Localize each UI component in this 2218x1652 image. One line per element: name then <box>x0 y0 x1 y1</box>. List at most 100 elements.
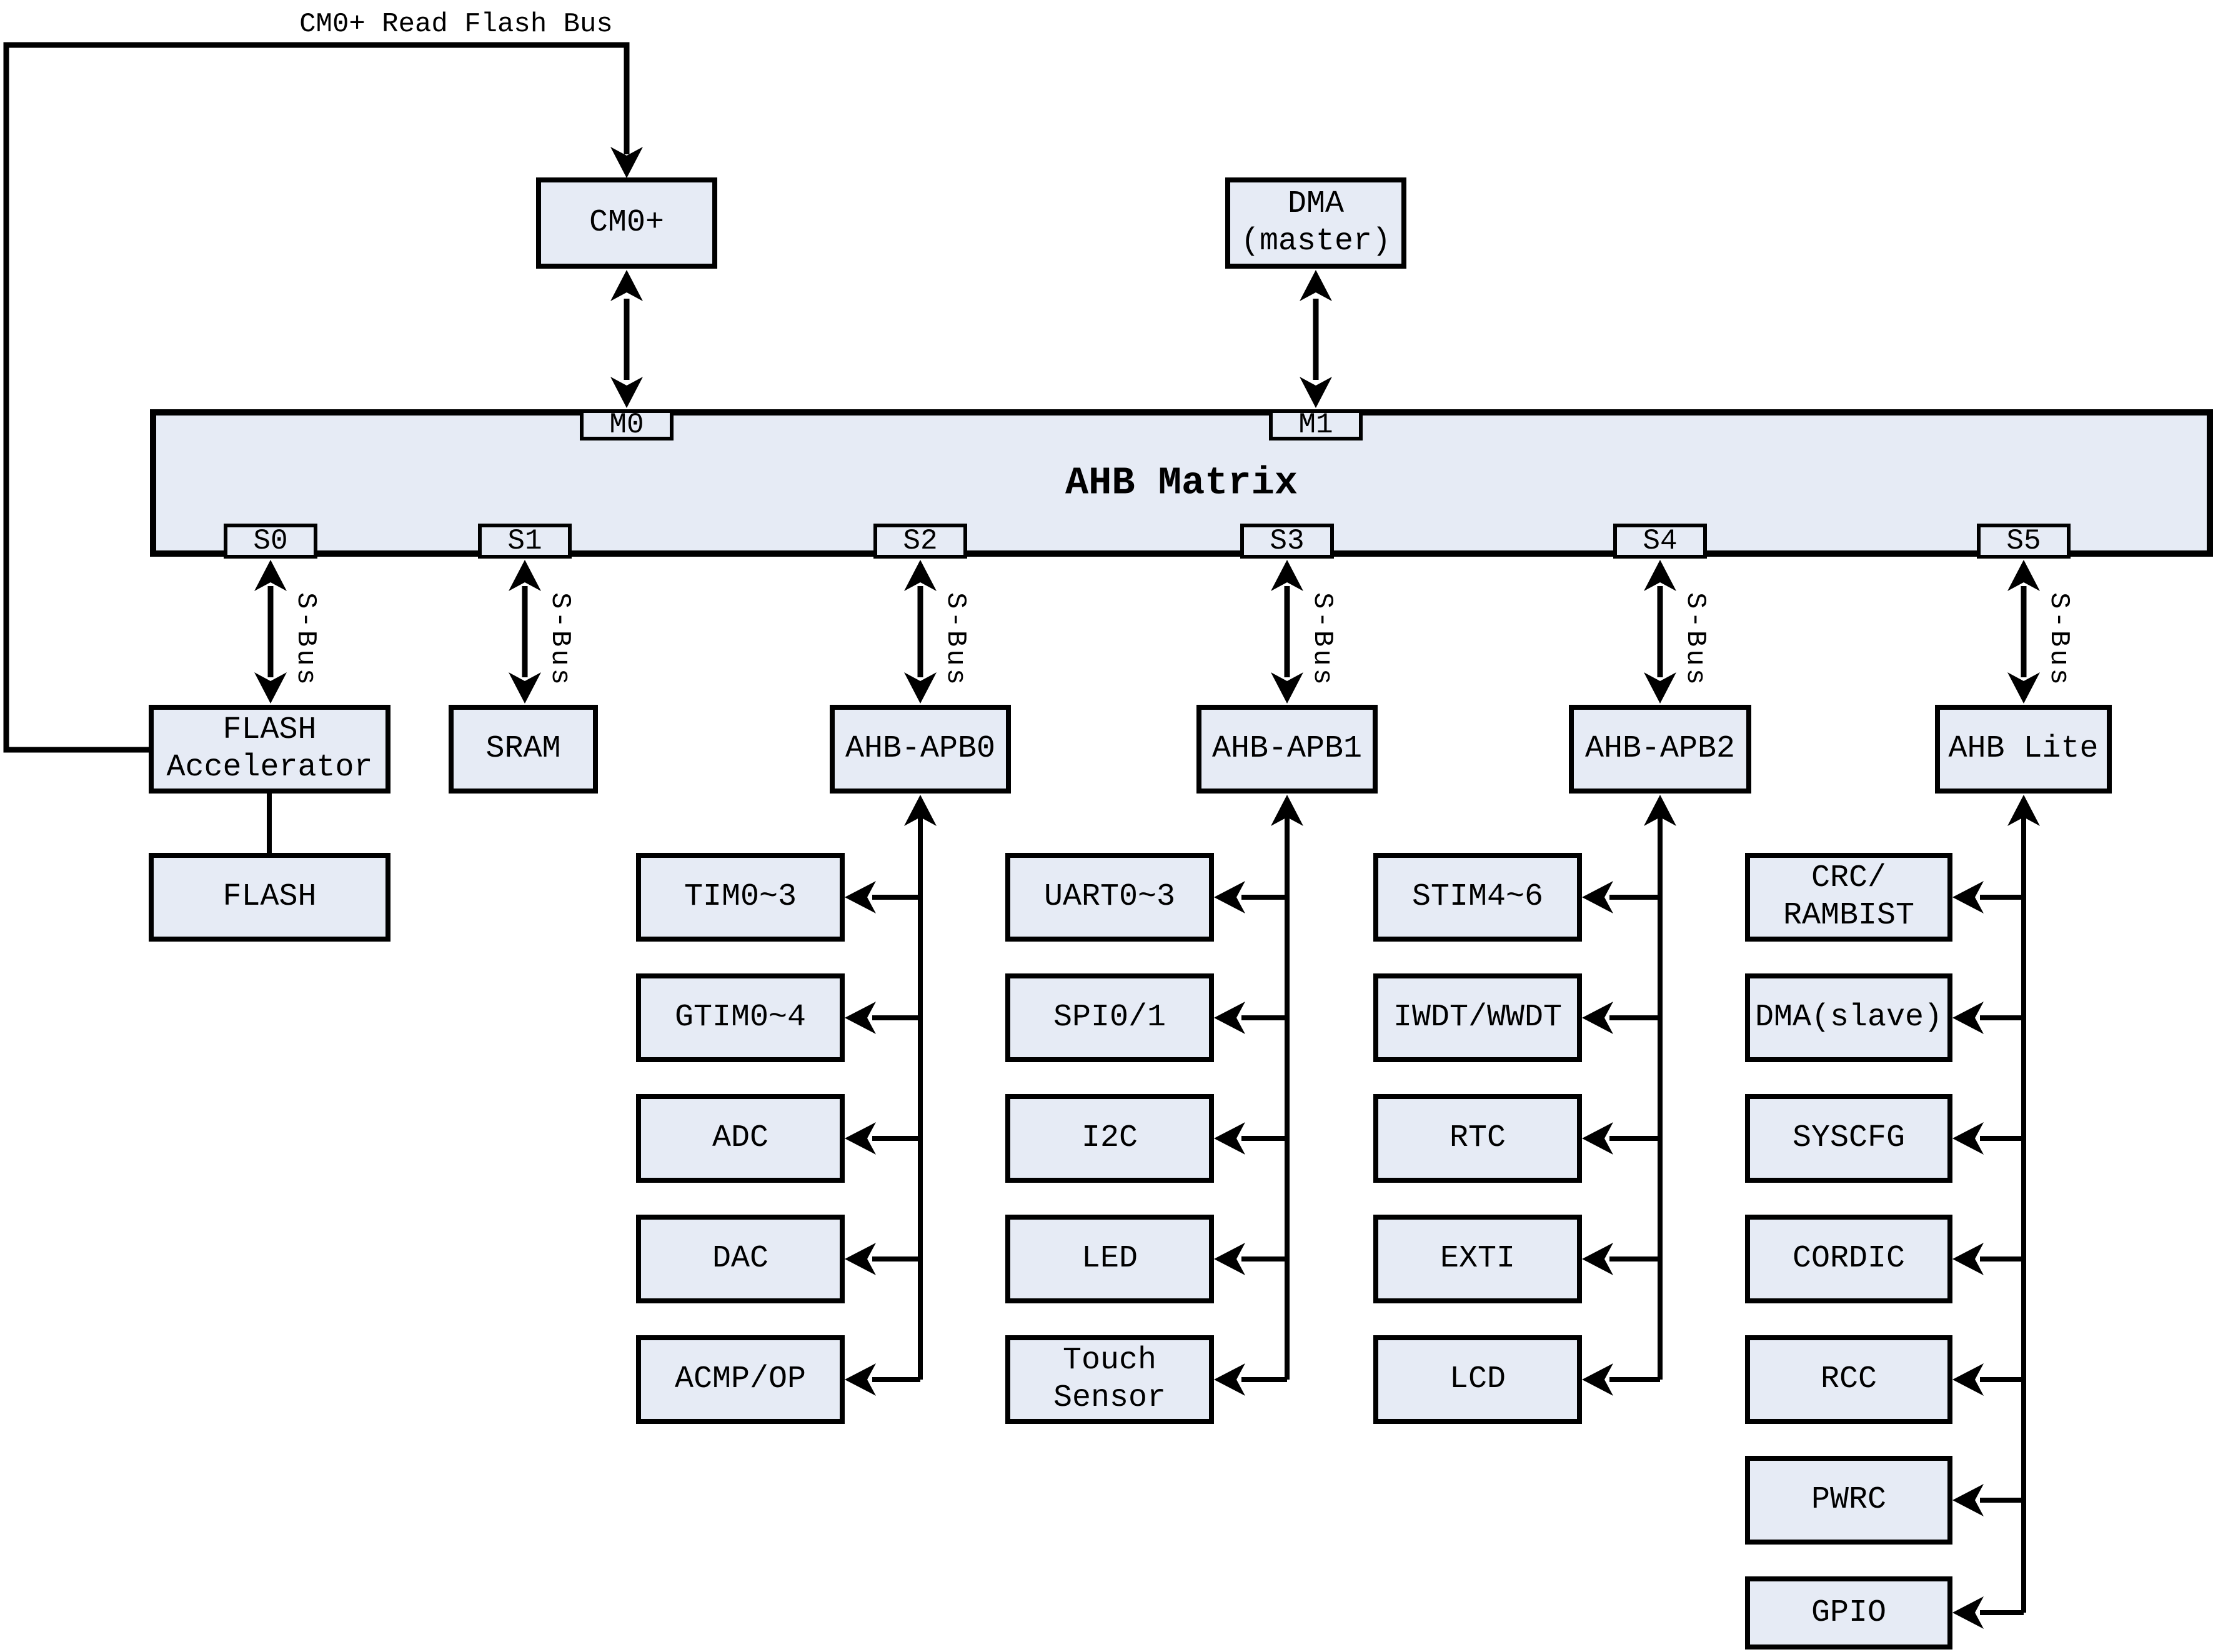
port-s0-label: S0 <box>253 525 288 557</box>
port-m0-label: M0 <box>609 409 644 441</box>
block-dma-master-label-line2: (master) <box>1240 224 1391 259</box>
block-lcd: LCD <box>1373 1335 1582 1424</box>
block-spi0-1: SPI0/1 <box>1005 973 1214 1062</box>
link-s3-ahb-apb1 <box>1271 560 1303 704</box>
block-ahb-apb1: AHB-APB1 <box>1196 705 1378 794</box>
syscfg-label: SYSCFG <box>1792 1120 1906 1156</box>
trunk-ahb-lite <box>1952 795 2040 1629</box>
sbus-label-s0: S-Bus <box>290 592 321 688</box>
port-s4: S4 <box>1613 524 1707 559</box>
trunk-ahb-apb1 <box>1214 795 1303 1396</box>
block-stim4-6: STIM4~6 <box>1373 853 1582 942</box>
gpio-label: GPIO <box>1811 1595 1887 1631</box>
block-dma-slave: DMA(slave) <box>1745 973 1952 1062</box>
block-cm0-label: CM0+ <box>589 205 665 241</box>
block-syscfg: SYSCFG <box>1745 1094 1952 1183</box>
acmp-op-label: ACMP/OP <box>674 1361 807 1397</box>
port-m1: M1 <box>1269 409 1363 440</box>
block-adc: ADC <box>636 1094 845 1183</box>
tim0-3-label: TIM0~3 <box>684 879 797 915</box>
sbus-label-s3: S-Bus <box>1306 592 1338 688</box>
link-dma-m1 <box>1300 270 1332 408</box>
port-s1-label: S1 <box>507 525 542 557</box>
port-s0: S0 <box>224 524 317 559</box>
block-ahb-lite: AHB Lite <box>1935 705 2112 794</box>
ahb-apb1-label: AHB-APB1 <box>1211 731 1363 767</box>
ahb-apb0-label: AHB-APB0 <box>845 731 996 767</box>
sram-label: SRAM <box>485 731 561 767</box>
block-dma-master-label-line1: DMA <box>1287 186 1344 222</box>
block-cm0: CM0+ <box>536 177 717 269</box>
link-s2-ahb-apb0 <box>904 560 937 704</box>
block-exti: EXTI <box>1373 1215 1582 1303</box>
block-pwrc: PWRC <box>1745 1456 1952 1545</box>
block-gpio: GPIO <box>1745 1576 1952 1650</box>
cordic-label: CORDIC <box>1792 1241 1906 1276</box>
rtc-label: RTC <box>1449 1120 1506 1156</box>
block-dma-master: DMA (master) <box>1225 177 1406 269</box>
led-label: LED <box>1081 1241 1138 1276</box>
sbus-label-s4: S-Bus <box>1679 592 1711 688</box>
port-s2-label: S2 <box>903 525 938 557</box>
touch-sensor-label-line1: Touch <box>1062 1343 1157 1378</box>
sbus-label-s5: S-Bus <box>2043 592 2074 688</box>
port-s4-label: S4 <box>1643 525 1678 557</box>
crc-rambist-label-line2: RAMBIST <box>1783 898 1915 933</box>
ahb-apb2-label: AHB-APB2 <box>1584 731 1736 767</box>
port-s5: S5 <box>1977 524 2071 559</box>
block-rcc: RCC <box>1745 1335 1952 1424</box>
spi0-1-label: SPI0/1 <box>1053 1000 1166 1035</box>
flash-accelerator-label-line2: Accelerator <box>166 750 373 785</box>
link-cm0-m0 <box>610 270 643 408</box>
link-s0-flash-accelerator <box>254 560 287 704</box>
port-s1: S1 <box>478 524 572 559</box>
block-crc-rambist: CRC/ RAMBIST <box>1745 853 1952 942</box>
port-s3-label: S3 <box>1270 525 1305 557</box>
port-s5-label: S5 <box>2006 525 2041 557</box>
pwrc-label: PWRC <box>1811 1482 1887 1518</box>
adc-label: ADC <box>712 1120 768 1156</box>
port-s2: S2 <box>873 524 967 559</box>
cm0-read-flash-bus-label: CM0+ Read Flash Bus <box>299 9 613 40</box>
block-tim0-3: TIM0~3 <box>636 853 845 942</box>
lcd-label: LCD <box>1449 1361 1506 1397</box>
flash-label: FLASH <box>222 879 317 915</box>
block-acmp-op: ACMP/OP <box>636 1335 845 1424</box>
block-flash-accelerator: FLASH Accelerator <box>149 705 390 794</box>
block-ahb-apb0: AHB-APB0 <box>830 705 1011 794</box>
dma-slave-label: DMA(slave) <box>1754 1000 1943 1035</box>
flash-accelerator-label-line1: FLASH <box>222 712 317 748</box>
trunk-ahb-apb0 <box>845 795 937 1396</box>
block-uart0-3: UART0~3 <box>1005 853 1214 942</box>
sbus-label-s1: S-Bus <box>544 592 575 688</box>
block-i2c: I2C <box>1005 1094 1214 1183</box>
trunk-ahb-apb2 <box>1582 795 1676 1396</box>
iwdt-wwdt-label: IWDT/WWDT <box>1393 1000 1563 1035</box>
block-touch-sensor: Touch Sensor <box>1005 1335 1214 1424</box>
link-s1-sram <box>509 560 541 704</box>
ahb-lite-label: AHB Lite <box>1948 731 2099 767</box>
exti-label: EXTI <box>1440 1241 1516 1276</box>
dac-label: DAC <box>712 1241 768 1276</box>
i2c-label: I2C <box>1081 1120 1138 1156</box>
port-m1-label: M1 <box>1298 409 1333 441</box>
bus-cm0-read-flash <box>3 42 643 753</box>
port-m0: M0 <box>580 409 674 440</box>
block-gtim0-4: GTIM0~4 <box>636 973 845 1062</box>
crc-rambist-label-line1: CRC/ <box>1811 860 1887 896</box>
port-s3: S3 <box>1240 524 1334 559</box>
block-flash: FLASH <box>149 853 390 942</box>
stim4-6-label: STIM4~6 <box>1411 879 1544 915</box>
link-s5-ahb-lite <box>2007 560 2040 704</box>
touch-sensor-label-line2: Sensor <box>1053 1380 1166 1416</box>
uart0-3-label: UART0~3 <box>1043 879 1176 915</box>
rcc-label: RCC <box>1820 1361 1877 1397</box>
block-dac: DAC <box>636 1215 845 1303</box>
block-rtc: RTC <box>1373 1094 1582 1183</box>
gtim0-4-label: GTIM0~4 <box>674 1000 807 1035</box>
link-s4-ahb-apb2 <box>1644 560 1676 704</box>
block-led: LED <box>1005 1215 1214 1303</box>
block-sram: SRAM <box>449 705 598 794</box>
